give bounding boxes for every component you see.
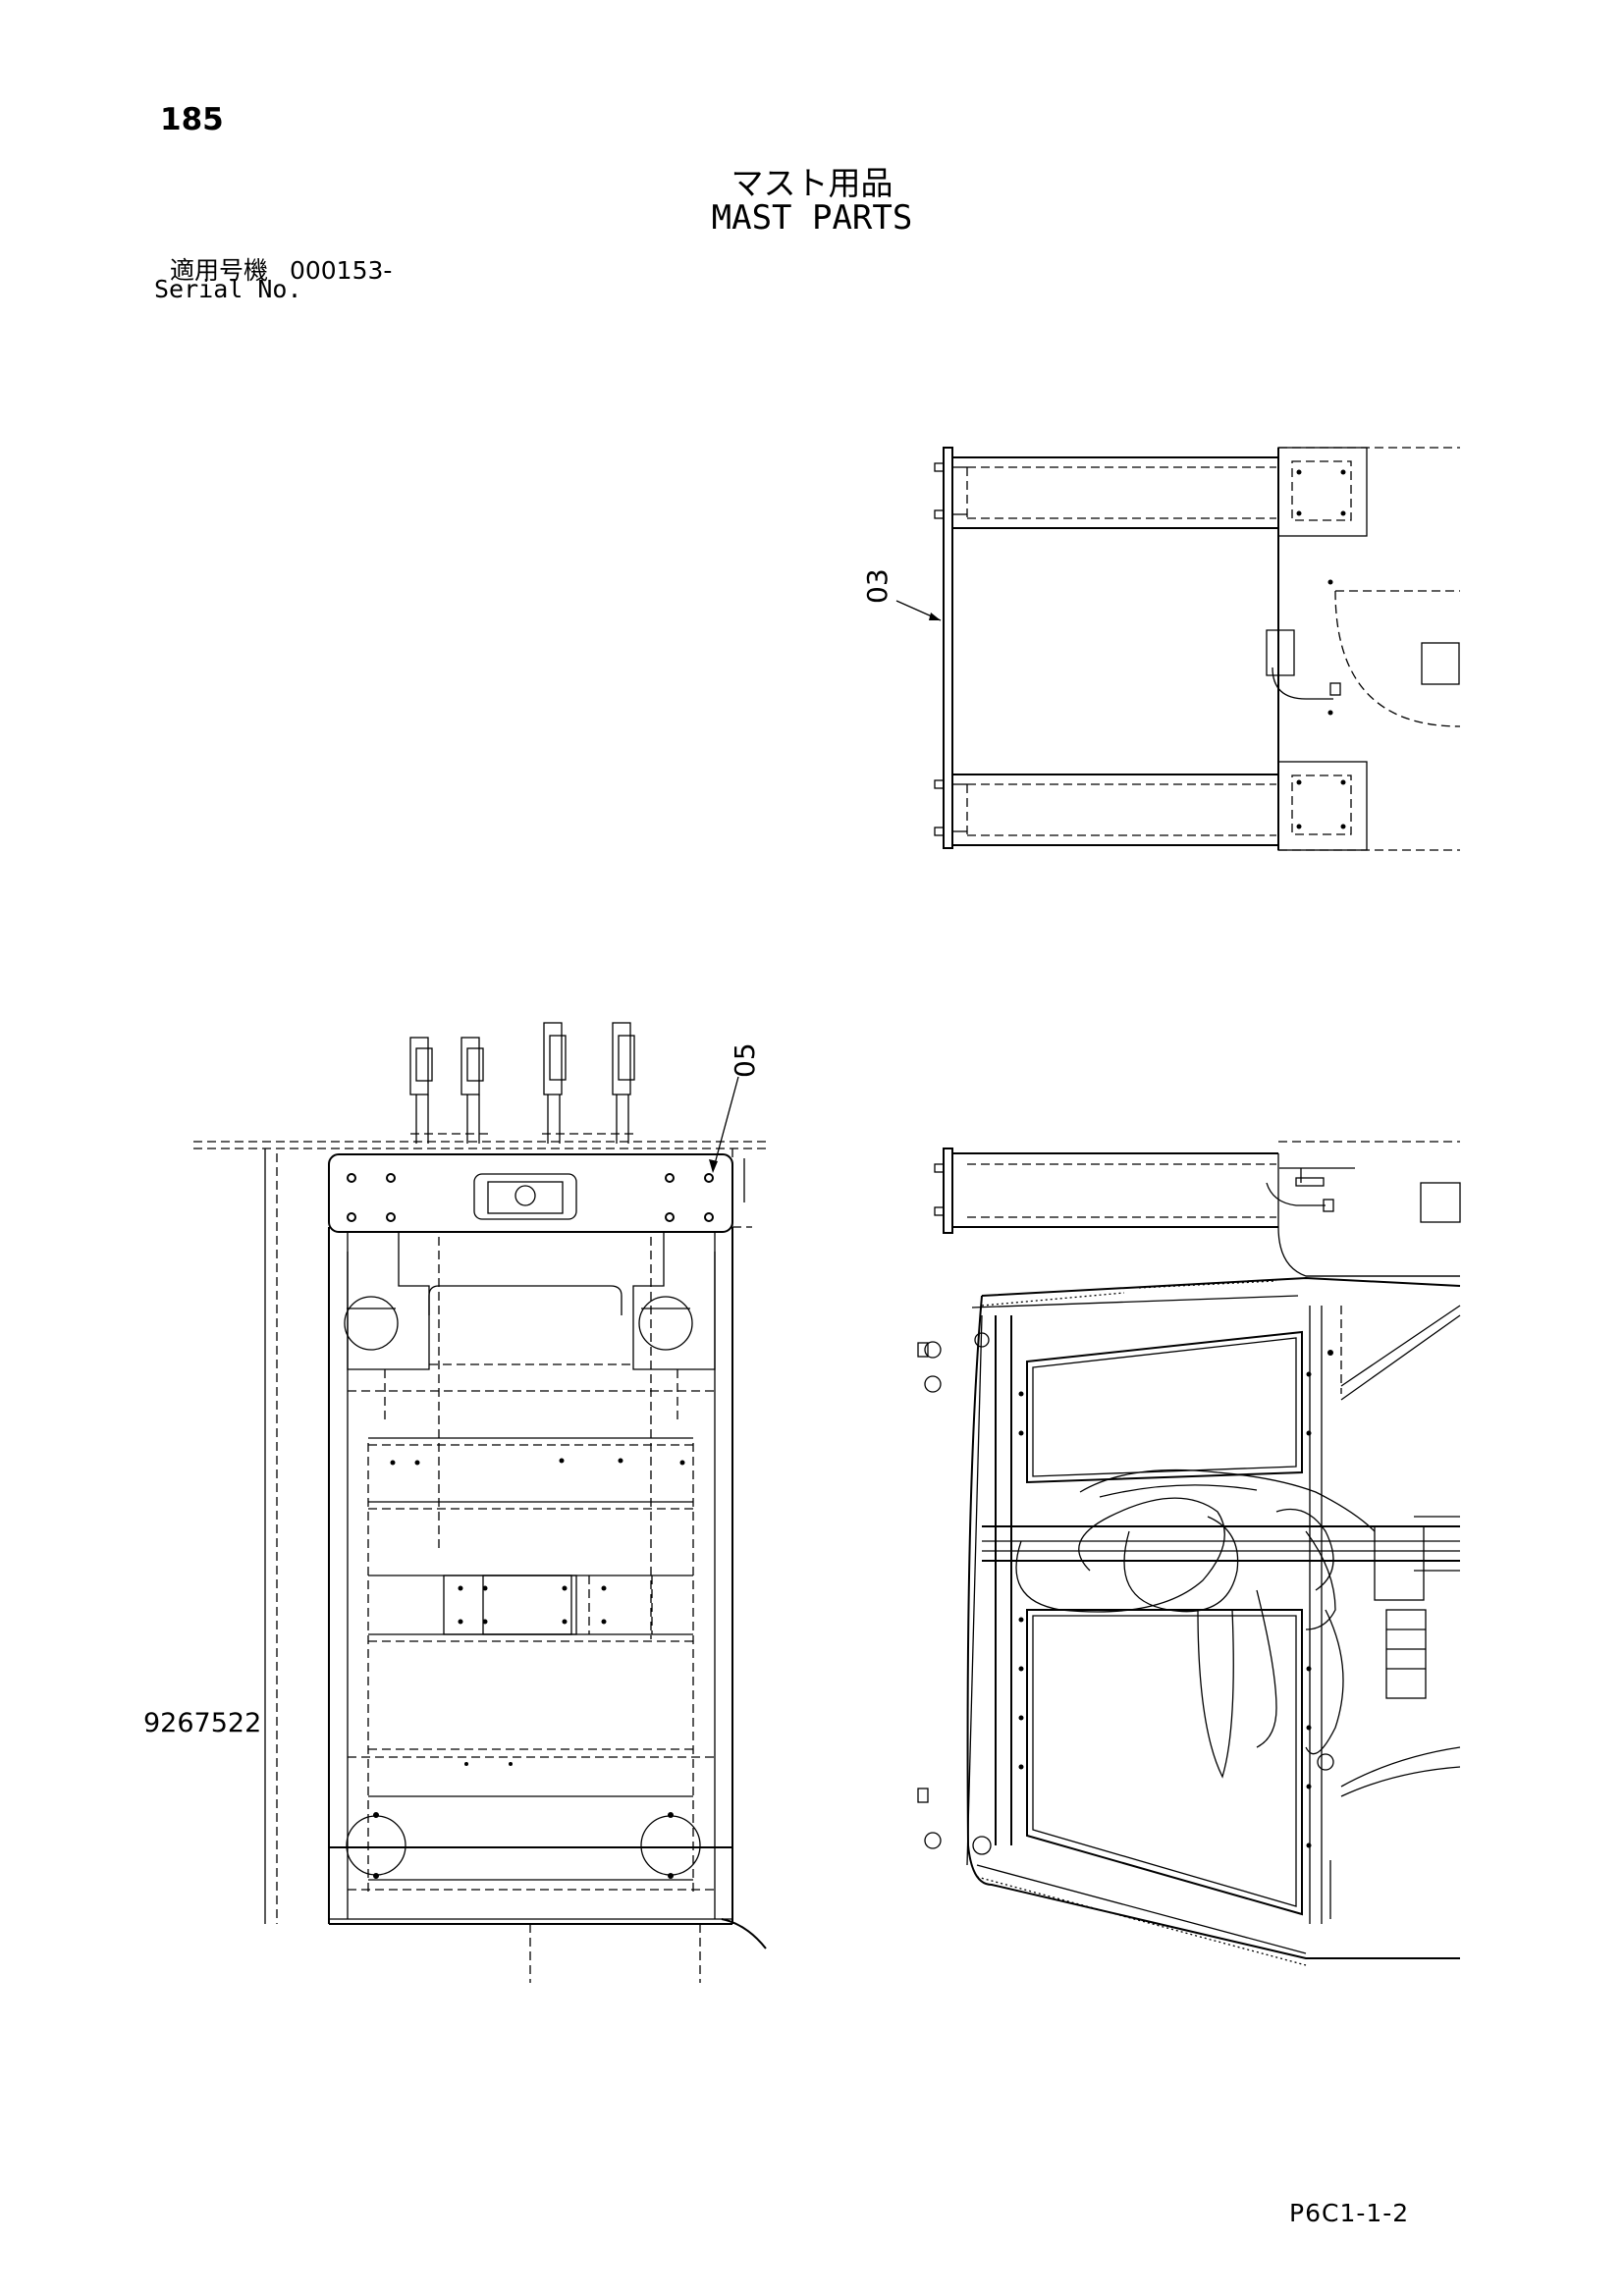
title-english: MAST PARTS [711,198,913,238]
callout-03-label: 03 [861,568,893,604]
serial-value: 000153- [289,256,393,285]
serial-line: 適用号機 000153- [170,251,392,287]
callout-05-label: 05 [729,1042,761,1078]
sheet-code: P6C1-1-2 [1289,2199,1410,2227]
page-number: 185 [160,102,224,137]
serial-label-en: Serial No. [154,275,302,303]
callout-05-leader [712,1076,739,1172]
front-view-mast-frame: 05 [193,1022,767,1983]
serial-label-jp: 適用号機 [170,256,269,285]
side-view-mast-assembly [917,1141,1461,1966]
top-view-mast-plate: 03 [861,447,1461,851]
title-japanese: マスト用品 [731,164,893,202]
drawing-number: 9267522 [143,1708,262,1738]
